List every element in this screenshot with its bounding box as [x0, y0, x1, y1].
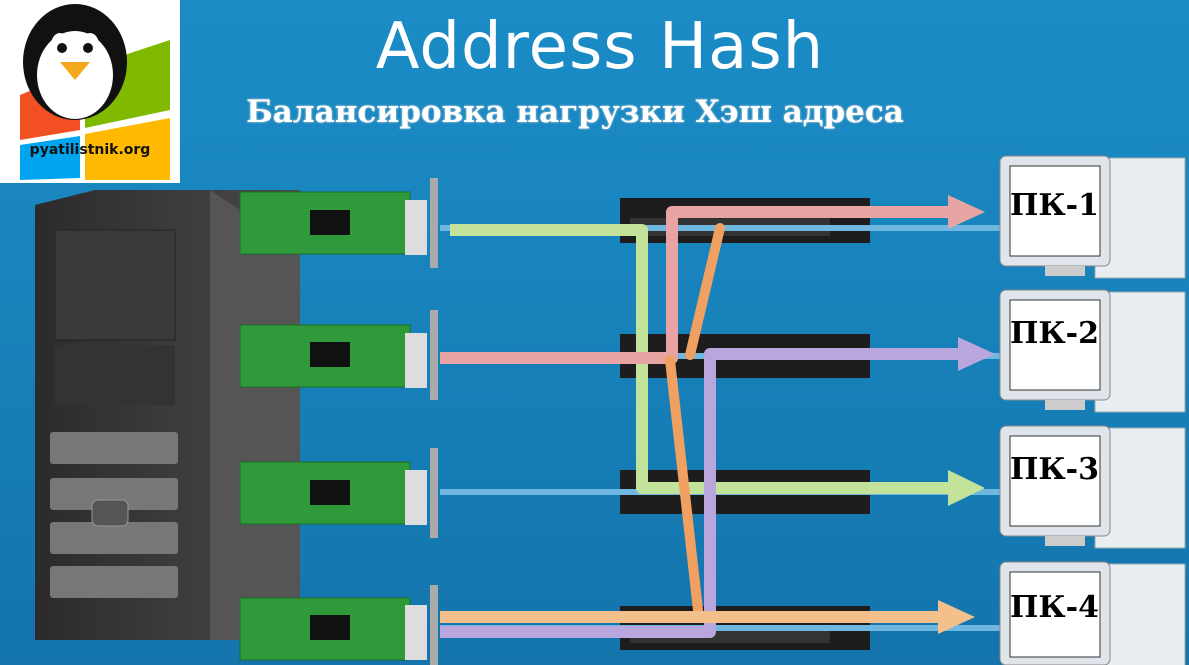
- site-logo: pyatilistnik.org: [0, 0, 180, 183]
- switch-1: [620, 198, 870, 243]
- arrow-pink: [948, 195, 985, 229]
- diagram-subtitle: Балансировка нагрузки Хэш адреса: [246, 94, 904, 130]
- pc-4: [999, 561, 1186, 665]
- pc-2-label: ПК-2: [1010, 316, 1099, 351]
- cable-lines: [440, 225, 1000, 631]
- flow-purple: [440, 348, 960, 638]
- pc-4-label: ПК-4: [1010, 590, 1099, 625]
- flow-orange: [665, 223, 725, 615]
- server-tower: [35, 190, 300, 640]
- arrow-green: [948, 470, 985, 506]
- logo-text: pyatilistnik.org: [29, 142, 151, 158]
- pc-1: [999, 155, 1186, 279]
- nic-card-1: [239, 178, 438, 268]
- arrow-peach: [938, 600, 975, 634]
- nic-card-2: [239, 310, 438, 400]
- arrow-purple: [958, 337, 995, 371]
- penguin-windows-logo-icon: [20, 4, 170, 180]
- diagram-title: Address Hash: [375, 10, 825, 84]
- pc-2: [999, 289, 1186, 413]
- pc-1-label: ПК-1: [1010, 188, 1099, 223]
- nic-card-3: [239, 448, 438, 538]
- nic-card-4: [239, 585, 438, 665]
- pc-3: [999, 425, 1186, 549]
- pc-3-label: ПК-3: [1010, 452, 1099, 487]
- flow-pink: [440, 206, 950, 364]
